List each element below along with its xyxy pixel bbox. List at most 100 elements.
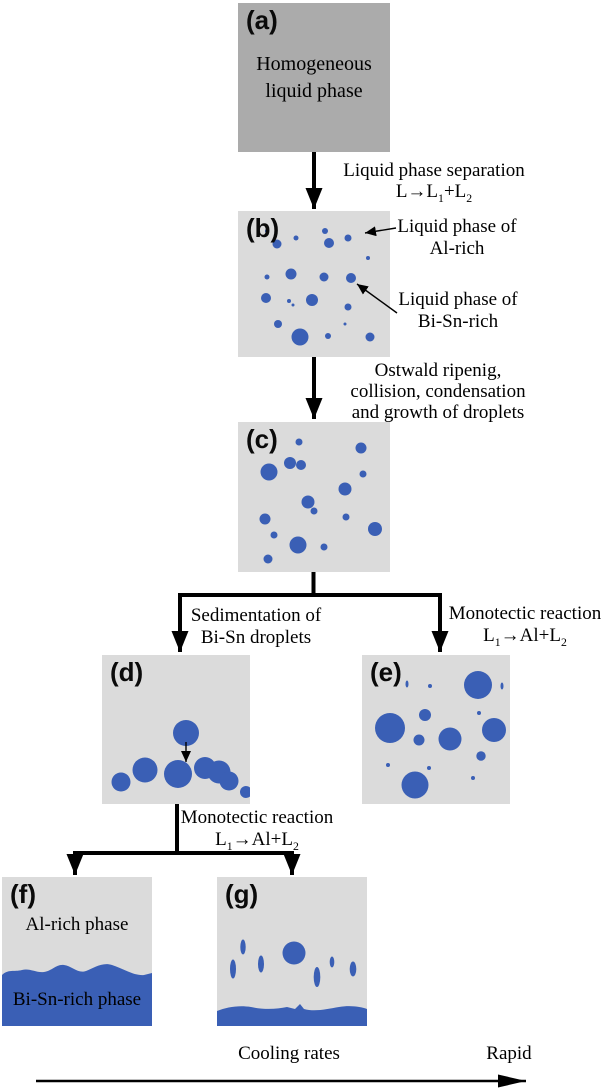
droplet [313,967,321,987]
droplet [338,482,352,496]
label-liquid-phase-separation: Liquid phase separation L→L1+L2 [330,160,538,205]
panel-g-label: (g) [225,879,259,909]
bisn-rich-phase-label: Bi-Sn-rich phase [12,989,142,1010]
droplet [386,763,390,767]
droplet [296,460,306,470]
formula-part: L [215,829,227,850]
droplet [500,682,504,690]
label-monotectic-right: Monotectic reaction L1→Al+L2 [425,603,611,649]
droplet [349,961,357,977]
formula-sub: 1 [438,191,444,205]
droplet [263,554,273,564]
droplet [289,536,307,554]
monotectic-bottom-title: Monotectic reaction [180,807,334,828]
panel-a-text: Homogeneous liquid phase [256,53,372,102]
panel-d-label: (d) [110,657,144,687]
droplet [259,513,271,525]
ostwald-line1: Ostwald ripenig, [374,360,502,381]
droplet [284,457,296,469]
droplet [291,328,309,346]
bisn-layer-shape [2,964,152,1026]
rapid-label: Rapid [486,1043,532,1064]
droplet [111,772,131,792]
panel-b-label: (b) [246,213,280,243]
droplet [438,727,462,751]
formula-part: →Al+L [232,829,293,850]
panel-a: (a) Homogeneous liquid phase [238,3,390,152]
ostwald-line3: and growth of droplets [351,402,525,423]
droplet [365,332,375,342]
panel-c: (c) [238,422,390,572]
droplet [265,229,269,233]
panel-e-droplets [375,671,506,799]
droplet [285,268,297,280]
droplet [295,438,303,446]
al-rich-line2: Al-rich [429,238,485,259]
droplet [258,955,264,973]
droplet [320,543,328,551]
droplet [344,234,352,242]
droplet [173,720,199,746]
droplet [260,463,278,481]
separation-formula: L→L1+L2 [330,181,538,205]
droplet [464,671,492,699]
panel-g-droplets [217,939,367,1026]
droplet [261,293,271,303]
formula-sub: 2 [466,191,473,205]
droplet [240,786,250,798]
droplet [359,470,367,478]
droplet [428,684,432,688]
droplet [355,442,367,454]
panel-c-label: (c) [246,424,278,454]
bisn-rich-line1: Liquid phase of [398,289,518,310]
droplet [319,272,329,282]
formula-sub: 1 [494,635,501,649]
separation-title: Liquid phase separation [343,160,525,181]
bisn-rich-line2: Bi-Sn-rich [417,311,499,332]
sedimentation-line2: Bi-Sn droplets [200,627,312,648]
droplet [346,273,356,283]
bottom-layer-shape [217,1004,367,1026]
branch-line-c [178,572,442,597]
label-ostwald-ripening: Ostwald ripenig, collision, condensation… [337,360,539,423]
droplet [270,531,278,539]
droplet [306,294,318,306]
droplet [419,709,431,721]
droplet [132,757,158,783]
droplet [310,507,318,515]
droplet [230,959,236,979]
monotectic-bottom-formula: L1→Al+L2 [157,829,357,853]
panel-f-label: (f) [10,879,36,909]
droplet [164,760,192,788]
droplet [342,513,350,521]
droplet [291,303,295,307]
droplet [427,766,431,770]
panel-d: (d) [102,655,250,804]
droplet [329,956,335,968]
droplet [344,303,352,311]
formula-part: L [483,625,495,646]
droplet [274,320,282,328]
droplet [401,771,429,799]
label-al-rich-annotation: Liquid phase of Al-rich [390,216,524,260]
monotectic-right-title: Monotectic reaction [448,603,602,624]
label-sedimentation: Sedimentation of Bi-Sn droplets [156,605,356,649]
al-rich-phase-label: Al-rich phase [25,914,129,935]
formula-sub: 2 [292,839,299,853]
droplet [264,274,270,280]
droplet [240,939,246,955]
droplet [293,235,299,241]
panel-d-droplets [111,720,250,798]
panel-c-droplets [259,438,382,564]
droplet [322,228,328,234]
droplet [471,776,475,780]
droplet [477,711,481,715]
panel-e: (e) [362,655,510,804]
panel-g: (g) [217,877,367,1026]
label-bisn-rich-annotation: Liquid phase of Bi-Sn-rich [391,289,525,333]
droplet [219,771,239,791]
formula-part: +L [443,181,467,202]
droplet [272,239,282,249]
droplet [301,495,315,509]
